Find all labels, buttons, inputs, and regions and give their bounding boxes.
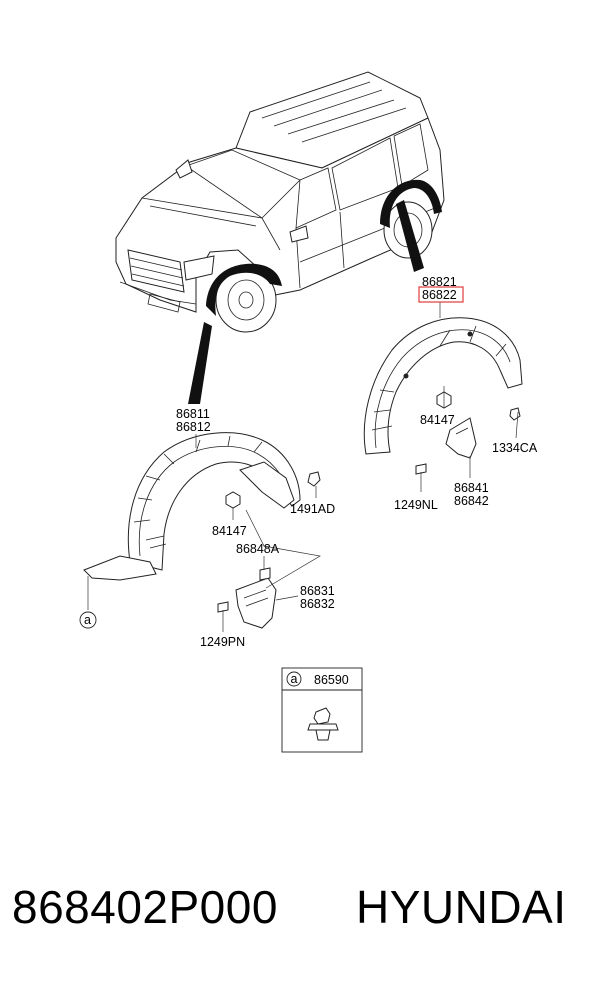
leader-lines bbox=[87, 302, 519, 632]
front-wheel-liner bbox=[83, 432, 301, 581]
footer: 868402P000 HYUNDAI bbox=[0, 880, 600, 950]
callout-86848A: 86848A bbox=[236, 542, 280, 556]
rear-wheel-liner bbox=[363, 317, 523, 455]
highlight-box bbox=[418, 286, 464, 303]
callout-86811: 86811 bbox=[176, 407, 210, 421]
callout-1334CA: 1334CA bbox=[492, 441, 538, 455]
part-number: 868402P000 bbox=[12, 881, 278, 933]
front-mud-flap bbox=[235, 577, 277, 629]
callout-86822: 86822 bbox=[422, 288, 457, 302]
callout-86831: 86831 bbox=[300, 584, 335, 598]
callout-84147-front: 84147 bbox=[212, 524, 247, 538]
inset-ref-label: a bbox=[291, 672, 298, 686]
rear-pointer-arrow bbox=[396, 200, 424, 272]
callout-84147-rear: 84147 bbox=[420, 413, 455, 427]
callout-86812: 86812 bbox=[176, 420, 211, 434]
callout-1249PN: 1249PN bbox=[200, 635, 245, 649]
callout-86821: 86821 bbox=[422, 275, 457, 289]
clip-icon bbox=[307, 707, 339, 741]
front-pointer-arrow bbox=[188, 322, 212, 404]
callout-86842: 86842 bbox=[454, 494, 489, 508]
callout-86841: 86841 bbox=[454, 481, 489, 495]
vehicle-illustration bbox=[115, 71, 445, 333]
inset-part-label: 86590 bbox=[314, 673, 349, 687]
svg-text:a: a bbox=[84, 613, 91, 627]
inset-box-clip: a 86590 bbox=[281, 667, 363, 753]
reference-marker-a: a bbox=[79, 611, 97, 629]
callout-1249NL: 1249NL bbox=[394, 498, 438, 512]
brand-name: HYUNDAI bbox=[356, 881, 567, 933]
callout-86832: 86832 bbox=[300, 597, 335, 611]
callout-1491AD: 1491AD bbox=[290, 502, 335, 516]
front-hardware bbox=[217, 471, 321, 618]
